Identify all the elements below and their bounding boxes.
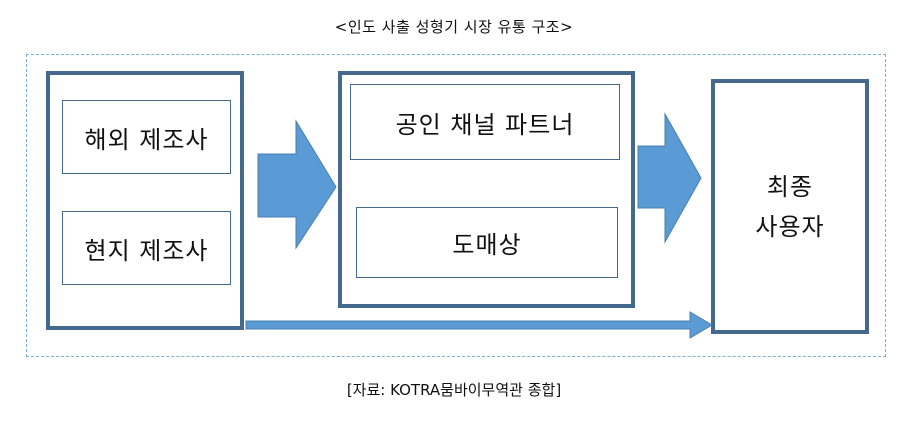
channel-partner-box: 공인 채널 파트너 xyxy=(350,84,620,160)
local-manufacturer-label: 현지 제조사 xyxy=(84,236,209,265)
overseas-manufacturer-label: 해외 제조사 xyxy=(84,125,209,154)
wholesaler-box: 도매상 xyxy=(356,207,618,278)
source-note: [자료: KOTRA뭄바이무역관 종합] xyxy=(346,381,562,399)
wholesaler-label: 도매상 xyxy=(452,231,522,259)
arrow-direct-to-end-user xyxy=(245,311,713,339)
diagram-title: <인도 사출 성형기 시장 유통 구조> xyxy=(334,18,574,36)
channel-partner-label: 공인 채널 파트너 xyxy=(395,110,575,139)
end-user-box: 최종 사용자 xyxy=(711,79,869,334)
arrow-channels-to-end-user xyxy=(637,112,702,244)
overseas-manufacturer-box: 해외 제조사 xyxy=(62,100,231,174)
end-user-label-line2: 사용자 xyxy=(755,212,825,241)
diagram-frame xyxy=(26,54,886,357)
end-user-label-line1: 최종 xyxy=(766,172,814,201)
arrow-manufacturers-to-channels xyxy=(257,119,337,250)
local-manufacturer-box: 현지 제조사 xyxy=(62,211,231,285)
